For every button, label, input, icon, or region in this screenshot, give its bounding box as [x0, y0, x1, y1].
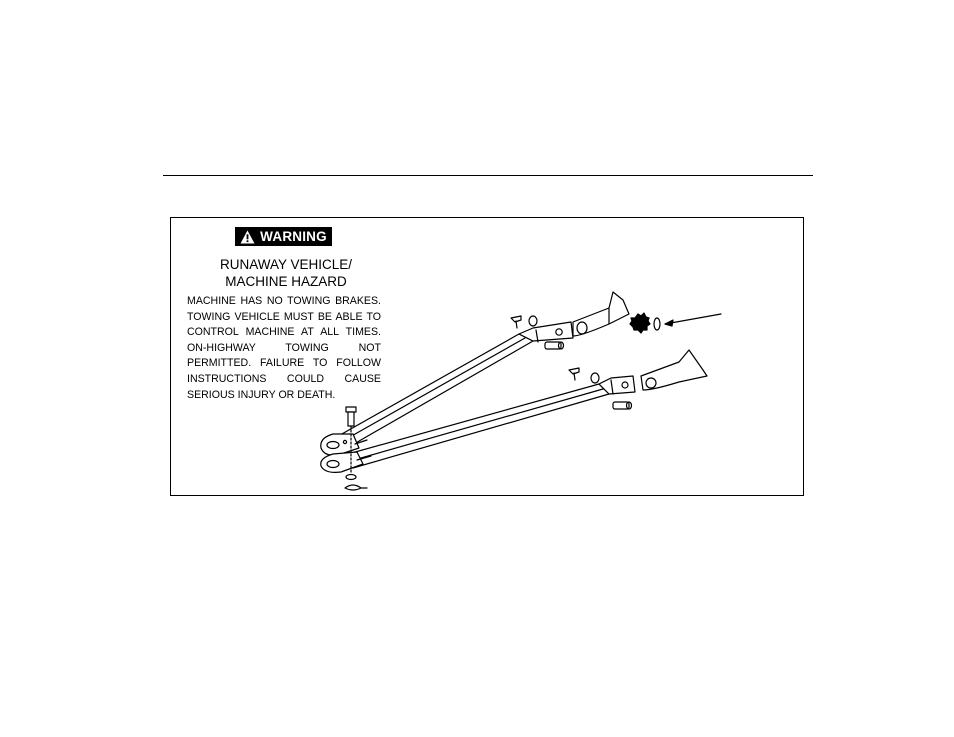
tow-hitch-illustration — [311, 284, 731, 494]
warning-badge: WARNING — [235, 227, 332, 246]
lower-mounting-bracket — [641, 350, 707, 390]
page-divider-rule — [163, 175, 813, 176]
star-knob — [630, 313, 721, 333]
warning-triangle-icon — [240, 230, 255, 244]
warning-badge-label: WARNING — [260, 229, 327, 244]
upper-mounting-bracket — [573, 292, 629, 336]
hazard-title-line-1: RUNAWAY VEHICLE/ — [181, 256, 391, 273]
warning-panel: WARNING RUNAWAY VEHICLE/ MACHINE HAZARD … — [170, 217, 804, 496]
